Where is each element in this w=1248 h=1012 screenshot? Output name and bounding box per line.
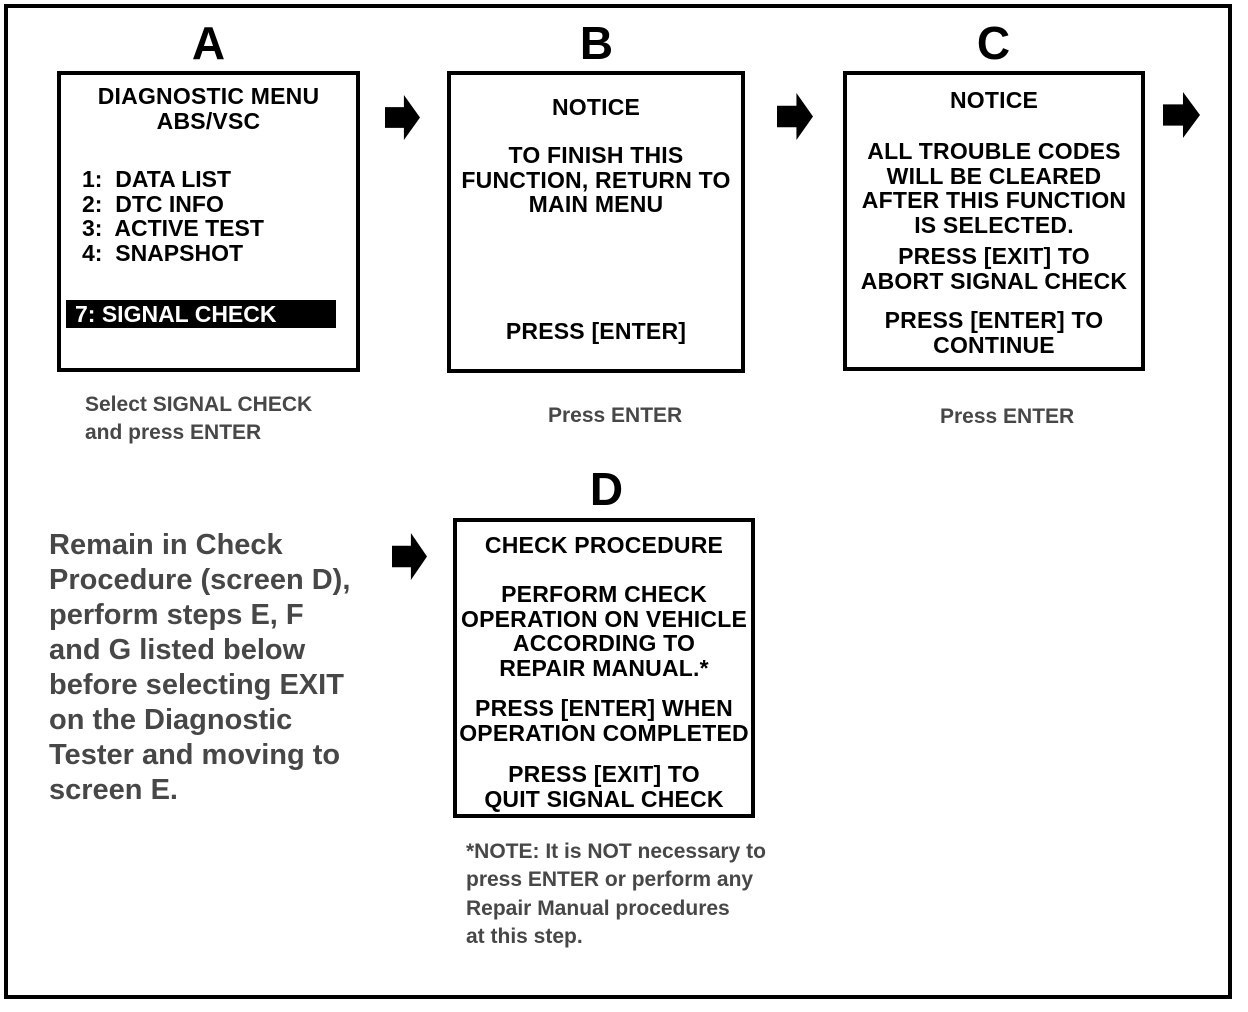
screen-d-heading: CHECK PROCEDURE (484, 532, 724, 558)
menu-item-dtc-info: 2: DTC INFO (82, 190, 224, 217)
screen-b-body: TO FINISH THIS FUNCTION, RETURN TO MAIN … (461, 142, 731, 218)
screen-c-label: C (976, 17, 1012, 69)
screen-a-label: A (191, 17, 227, 69)
screen-d-body2: PRESS [ENTER] WHEN OPERATION COMPLETED (459, 695, 749, 746)
screen-b-label: B (579, 17, 615, 69)
screen-a-title: DIAGNOSTIC MENU ABS/VSC (97, 83, 320, 134)
screen-b-heading: NOTICE (551, 94, 641, 120)
figure-border (4, 4, 1232, 999)
menu-item-snapshot: 4: SNAPSHOT (82, 240, 244, 267)
screen-a-caption: Select SIGNAL CHECK and press ENTER (85, 393, 313, 444)
screen-c-body3: PRESS [ENTER] TO CONTINUE (884, 307, 1104, 358)
screen-d-footnote: *NOTE: It is NOT necessary to press ENTE… (466, 840, 766, 949)
side-instruction-text: Remain in Check Procedure (screen D), pe… (49, 529, 351, 806)
screen-d-body3: PRESS [EXIT] TO QUIT SIGNAL CHECK (484, 761, 724, 812)
screen-b-caption: Press ENTER (548, 404, 683, 427)
menu-item-active-test: 3: ACTIVE TEST (82, 215, 264, 242)
screen-b-display: NOTICE TO FINISH THIS FUNCTION, RETURN T… (447, 71, 745, 373)
screen-c-display: NOTICE ALL TROUBLE CODES WILL BE CLEARED… (843, 71, 1145, 371)
screen-c-body1: ALL TROUBLE CODES WILL BE CLEARED AFTER … (861, 138, 1127, 238)
menu-item-data-list: 1: DATA LIST (82, 166, 232, 192)
screen-a-menu: 1: DATA LIST 2: DTC INFO 3: ACTIVE TEST … (82, 167, 264, 266)
screen-b-footer: PRESS [ENTER] (505, 318, 687, 344)
screen-d-display: CHECK PROCEDURE PERFORM CHECK OPERATION … (453, 518, 755, 818)
screen-d-body1: PERFORM CHECK OPERATION ON VEHICLE ACCOR… (461, 581, 747, 681)
screen-c-body2: PRESS [EXIT] TO ABORT SIGNAL CHECK (860, 243, 1128, 294)
screen-c-heading: NOTICE (949, 87, 1039, 113)
screen-a-display: DIAGNOSTIC MENU ABS/VSC 1: DATA LIST 2: … (57, 71, 360, 372)
screen-d-label: D (589, 463, 625, 515)
menu-item-signal-check-highlighted: 7: SIGNAL CHECK (66, 300, 336, 328)
screen-c-caption: Press ENTER (940, 405, 1075, 428)
